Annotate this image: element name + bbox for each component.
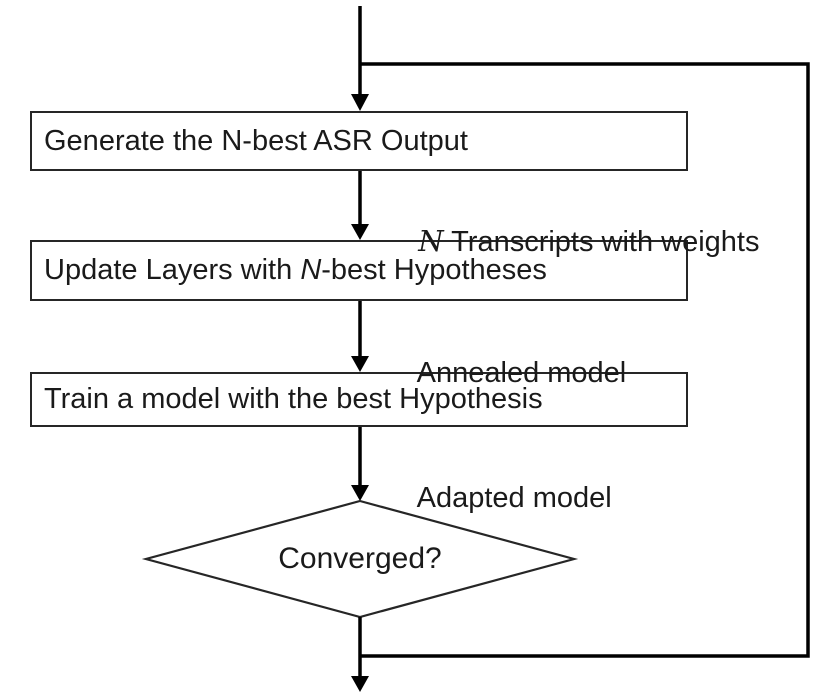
process-box-label: Train a model with the best Hypothesis <box>44 383 543 415</box>
edge-label-adapted-model: Adapted model <box>386 444 612 552</box>
arrowhead-icon <box>351 224 369 240</box>
arrowhead-icon <box>351 485 369 501</box>
process-box-label-italic: N <box>300 254 322 286</box>
process-box-label: -best Hypotheses <box>321 254 547 286</box>
edge-label-text: Adapted model <box>416 482 612 514</box>
process-box-train-model: Train a model with the best Hypothesis <box>30 372 688 427</box>
edge-label-transcripts: N Transcripts with weights <box>386 187 760 296</box>
process-box-label: Update Layers with <box>44 254 301 286</box>
edge-label-math-n: N <box>418 224 444 258</box>
arrowhead-icon <box>351 676 369 692</box>
decision-label: Converged? <box>278 542 442 575</box>
process-box-generate-nbest: Generate the N-best ASR Output <box>30 111 688 171</box>
process-box-label: Generate the N-best ASR Output <box>44 124 468 157</box>
feedback-loop-line <box>360 62 810 658</box>
edge-label-text: Transcripts with weights <box>443 226 760 258</box>
edge-label-annealed-model: Annealed model <box>386 319 627 427</box>
arrowhead-icon <box>351 356 369 372</box>
edge-label-text: Annealed model <box>416 357 627 389</box>
arrowhead-icon <box>351 94 369 111</box>
process-box-update-layers: Update Layers with N-best Hypotheses <box>30 240 688 301</box>
